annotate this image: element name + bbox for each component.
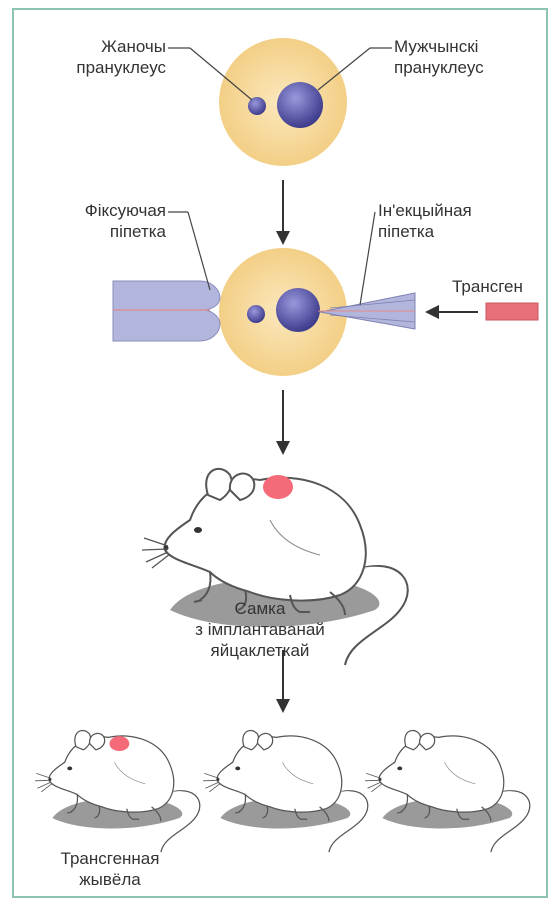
injection-pipette-leader xyxy=(360,212,375,305)
injected-male-pronucleus xyxy=(276,288,320,332)
holding-pipette-leader-2 xyxy=(188,212,210,290)
injected-female-pronucleus xyxy=(247,305,265,323)
transgene-label: Трансген xyxy=(452,276,523,297)
injection-pipette-label: Ін'екцыйная піпетка xyxy=(378,200,472,242)
transgene-segment xyxy=(486,303,538,320)
zygote-stage xyxy=(168,38,392,166)
implant-spot xyxy=(263,475,293,499)
male-pronucleus xyxy=(277,82,323,128)
holding-pipette xyxy=(113,281,220,341)
offspring-implant-spot xyxy=(109,736,129,751)
offspring-mouse-1 xyxy=(35,730,200,852)
offspring-mouse-3 xyxy=(365,730,530,852)
female-pronucleus-label: Жаночы прануклеус xyxy=(60,36,166,78)
male-pronucleus-label: Мужчынскі прануклеус xyxy=(394,36,484,78)
holding-pipette-label: Фіксуючая піпетка xyxy=(50,200,166,242)
offspring-mouse-2 xyxy=(203,730,368,852)
female-mouse-label: Самка з імплантаванай яйцаклеткай xyxy=(160,598,360,661)
female-pronucleus xyxy=(248,97,266,115)
transgenic-animal-label: Трансгенная жывёла xyxy=(40,848,180,890)
